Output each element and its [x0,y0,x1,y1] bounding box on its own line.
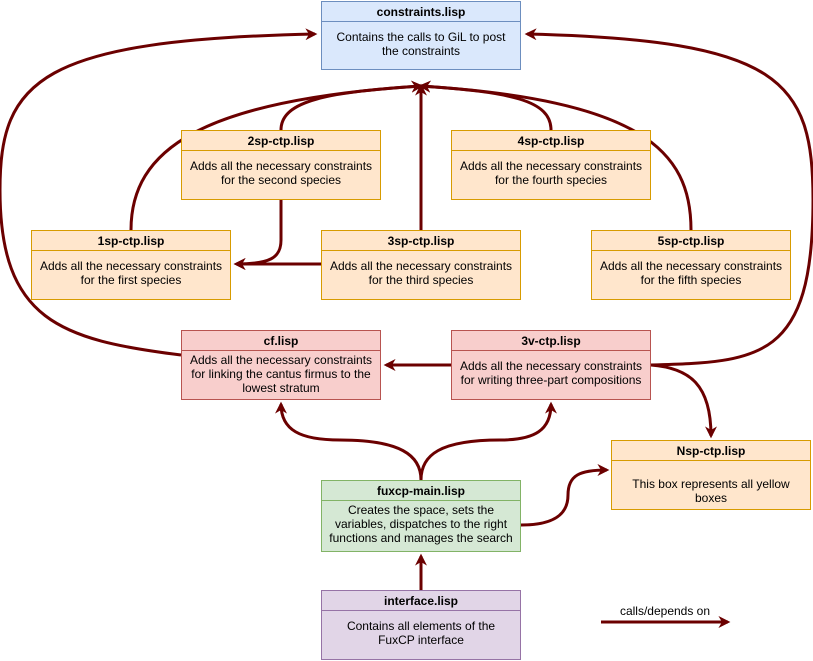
node-title: 2sp-ctp.lisp [182,131,380,151]
node-title: interface.lisp [322,591,520,611]
node-3v[interactable]: 3v-ctp.lisp Adds all the necessary const… [451,330,651,400]
node-constraints[interactable]: constraints.lisp Contains the calls to G… [321,1,521,70]
node-title: fuxcp-main.lisp [322,481,520,501]
node-description: Adds all the necessary constraints for t… [459,159,643,187]
node-title: 3sp-ctp.lisp [322,231,520,251]
node-sp4[interactable]: 4sp-ctp.lisp Adds all the necessary cons… [451,130,651,200]
node-interface[interactable]: interface.lisp Contains all elements of … [321,590,521,660]
node-nsp[interactable]: Nsp-ctp.lisp This box represents all yel… [611,440,811,510]
node-sp2[interactable]: 2sp-ctp.lisp Adds all the necessary cons… [181,130,381,200]
node-title: 3v-ctp.lisp [452,331,650,351]
node-sp3[interactable]: 3sp-ctp.lisp Adds all the necessary cons… [321,230,521,300]
node-description: Adds all the necessary constraints for t… [189,159,373,187]
node-description: Creates the space, sets the variables, d… [329,503,513,545]
node-title: Nsp-ctp.lisp [612,441,810,461]
node-description: Contains the calls to GiL to post the co… [336,30,506,58]
legend-label: calls/depends on [619,604,711,618]
node-description: Adds all the necessary constraints for t… [39,259,223,287]
node-fuxcp-main[interactable]: fuxcp-main.lisp Creates the space, sets … [321,480,521,552]
edge-main-to-cf [275,401,423,481]
node-description: Adds all the necessary constraints for l… [189,353,373,395]
node-title: 5sp-ctp.lisp [592,231,790,251]
node-description: Adds all the necessary constraints for w… [459,359,643,387]
edge-v3-to-nsp [650,363,717,439]
node-sp5[interactable]: 5sp-ctp.lisp Adds all the necessary cons… [591,230,791,300]
node-description: Adds all the necessary constraints for t… [599,259,783,287]
node-title: cf.lisp [182,331,380,351]
node-title: constraints.lisp [322,2,520,22]
node-cf[interactable]: cf.lisp Adds all the necessary constrain… [181,330,381,400]
node-description: This box represents all yellow boxes [632,477,790,505]
edge-sp2-to-constraints [279,80,424,131]
edge-main-to-v3 [419,401,557,481]
edge-cf-to-constraints [0,28,318,357]
edge-sp2-to-sp1 [233,200,283,270]
node-sp1[interactable]: 1sp-ctp.lisp Adds all the necessary cons… [31,230,231,300]
node-description: Contains all elements of the FuxCP inter… [346,619,496,647]
node-title: 4sp-ctp.lisp [452,131,650,151]
edge-main-to-nsp [520,464,610,527]
node-description: Adds all the necessary constraints for t… [329,259,513,287]
node-title: 1sp-ctp.lisp [32,231,230,251]
